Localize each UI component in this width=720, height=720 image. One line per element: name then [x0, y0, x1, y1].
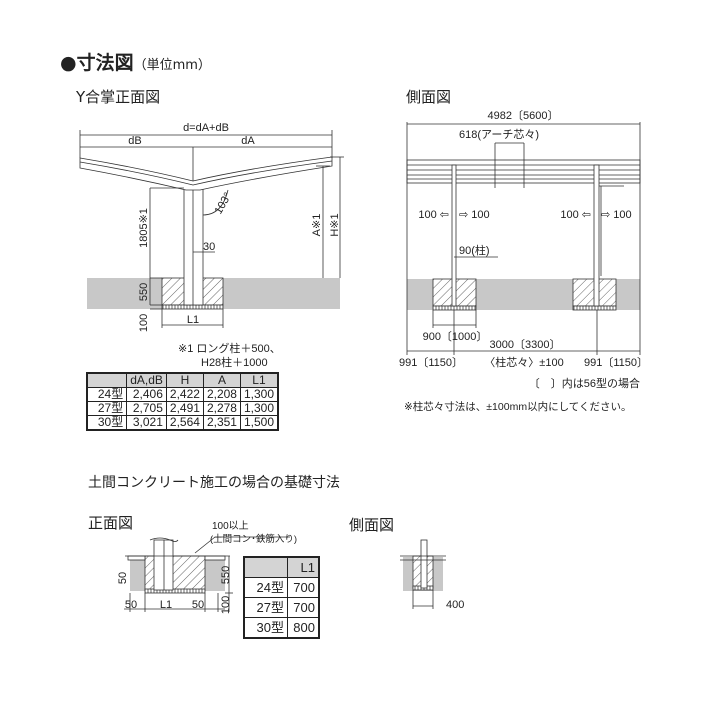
table-header-row: dA,dB H A L1 [86, 372, 279, 388]
concrete-front-drawing [124, 536, 290, 612]
label-post-pitch: 3000〔3300〕 [490, 338, 561, 351]
front-view-drawing [79, 130, 344, 328]
roof-beam [79, 156, 333, 191]
label-overhang-right: 991〔1150〕 [584, 356, 648, 369]
concrete-side-drawing [400, 539, 446, 609]
label-dB: dB [128, 135, 141, 147]
note-post-pitch-tolerance: ※柱芯々寸法は、±100mm以内にしてください。 [404, 400, 631, 413]
label-slab: 50 [117, 572, 129, 584]
callout-min-thickness: 100以上 [212, 520, 249, 532]
concrete-front-labels: 100以上 (土間コン･鉄筋入り) 50 50 L1 50 550 100 [117, 520, 297, 614]
page-title: ●寸法図（単位mm） [60, 48, 211, 75]
label-offset: 30 [203, 241, 215, 253]
cell: 24型 [243, 577, 288, 598]
post-left [451, 164, 457, 307]
cell: 2,406 [126, 387, 167, 402]
col-header-dA-dB: dA,dB [126, 372, 167, 388]
front-view-labels: d=dA+dB dB dA 1805※1 103° 30 A※1 H※1 550… [128, 122, 341, 369]
note-long-post: ※1 ロング柱＋500、 [178, 341, 281, 355]
cell: 2,351 [202, 415, 241, 431]
post-right [593, 164, 600, 307]
cell: 1,300 [239, 387, 279, 402]
concrete-front-heading: 正面図 [88, 514, 134, 532]
col-header-H: H [165, 372, 204, 388]
post [153, 539, 174, 591]
roof [406, 159, 641, 184]
label-left-adjust-right: ⇨ 100 [459, 209, 490, 221]
cell: 27型 [243, 597, 288, 618]
label-right-margin: 50 [192, 599, 204, 611]
label-footing: 900〔1000〕 [423, 330, 488, 343]
label-total-length: 4982〔5600〕 [488, 109, 559, 122]
cell: 2,705 [126, 401, 167, 416]
callout-slab-type: (土間コン･鉄筋入り) [210, 533, 297, 545]
side-view-drawing [406, 122, 641, 355]
cell: 27型 [86, 401, 128, 416]
label-post-pitch-note: 〈柱芯々〉±100 [484, 355, 563, 369]
concrete-section-heading: 土間コンクリート施工の場合の基礎寸法 [88, 475, 340, 491]
cell: 2,422 [165, 387, 204, 402]
label-A: A※1 [311, 214, 323, 237]
label-width: 400 [446, 599, 464, 611]
label-arch-pitch: 618(アーチ芯々) [459, 127, 539, 141]
table-header-row: L1 [243, 556, 320, 578]
label-base: 100 [220, 596, 232, 614]
label-total-width: d=dA+dB [183, 122, 229, 134]
title-main: ●寸法図 [60, 52, 134, 74]
cell: 2,278 [202, 401, 241, 416]
label-post-height: 1805※1 [138, 208, 150, 248]
label-depth: 550 [220, 566, 232, 584]
note-h28-post: H28柱＋1000 [201, 355, 268, 369]
cell: 1,500 [239, 415, 279, 431]
side-view-heading: 側面図 [406, 88, 452, 106]
cell: 3,021 [126, 415, 167, 431]
note-56-type: 〔 〕内は56型の場合 [529, 376, 640, 390]
cell: 700 [287, 597, 320, 618]
cell: 2,208 [202, 387, 241, 402]
post [183, 187, 204, 306]
label-dA: dA [241, 135, 255, 147]
title-unit: （単位mm） [133, 58, 211, 73]
cell: 30型 [86, 415, 128, 431]
cell: 800 [287, 617, 320, 638]
cell: 24型 [86, 387, 128, 402]
cell: 1,300 [239, 401, 279, 416]
label-overhang-left: 991〔1150〕 [399, 356, 463, 369]
label-base: 100 [138, 314, 150, 332]
label-right-adjust-left: 100 ⇦ [560, 209, 591, 221]
col-header-A: A [202, 372, 241, 388]
label-left-margin: 50 [125, 599, 137, 611]
label-H: H※1 [329, 213, 341, 236]
footing-base [161, 304, 224, 310]
label-L1: L1 [160, 599, 172, 611]
col-header-L1: L1 [239, 372, 279, 388]
side-view-labels: 4982〔5600〕 618(アーチ芯々) 100 ⇦ ⇨ 100 100 ⇦ … [399, 109, 648, 413]
col-header-type [86, 372, 128, 388]
label-angle: 103° [213, 191, 235, 217]
label-right-adjust-right: ⇨ 100 [601, 209, 632, 221]
cell: 700 [287, 577, 320, 598]
label-post: 90(柱) [459, 243, 490, 257]
concrete-side-heading: 側面図 [349, 516, 395, 534]
label-depth: 550 [138, 283, 150, 301]
col-header-L1: L1 [287, 556, 320, 578]
cell: 30型 [243, 617, 288, 638]
label-L1: L1 [187, 314, 199, 326]
col-header-type [243, 556, 288, 578]
front-view-heading: Y合掌正面図 [76, 88, 161, 106]
cell: 2,564 [165, 415, 204, 431]
cell: 2,491 [165, 401, 204, 416]
label-left-adjust-left: 100 ⇦ [418, 209, 449, 221]
